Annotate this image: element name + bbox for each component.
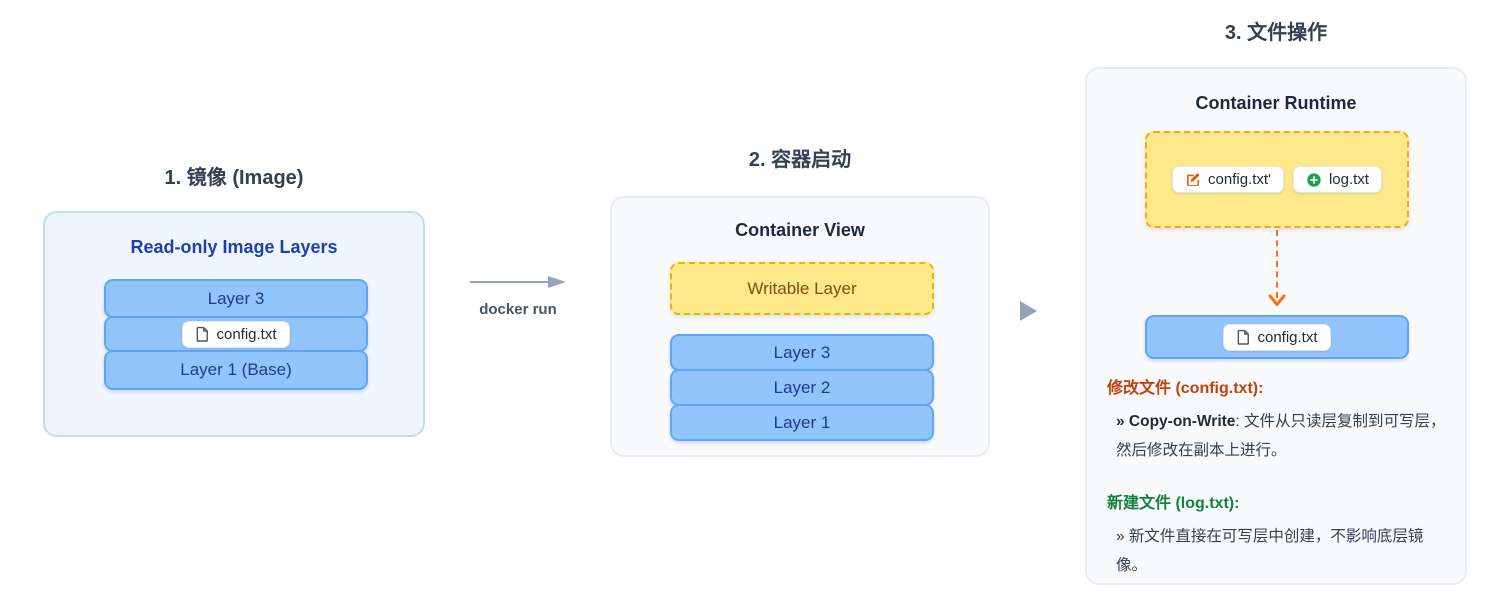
image-layer-3-label: Layer 3 [207, 288, 265, 308]
image-panel: Read-only Image Layers Layer 3 config.tx… [43, 211, 425, 437]
image-panel-heading: Read-only Image Layers [130, 237, 338, 257]
edit-pencil-icon [1185, 172, 1201, 188]
copy-on-write-term: » Copy-on-Write [1116, 413, 1236, 430]
container-layer-2: Layer 2 [670, 369, 934, 406]
modified-config-badge: config.txt' [1172, 166, 1284, 193]
modify-file-heading: 修改文件 (config.txt): [1107, 380, 1264, 397]
plus-circle-icon [1306, 172, 1322, 188]
image-section-title: 1. 镜像 (Image) [164, 167, 304, 189]
config-file-badge-label: config.txt [216, 325, 277, 343]
modified-config-badge-label: config.txt' [1208, 171, 1271, 188]
image-layer-3: Layer 3 [104, 279, 368, 318]
container-section-title: 2. 容器启动 [748, 149, 852, 171]
docker-run-label: docker run [479, 301, 557, 318]
writable-layer-label: Writable Layer [747, 278, 857, 298]
container-layer-1: Layer 1 [670, 404, 934, 441]
files-section-title: 3. 文件操作 [1224, 22, 1328, 44]
source-config-badge: config.txt [1223, 323, 1331, 351]
create-file-heading: 新建文件 (log.txt): [1107, 495, 1240, 513]
modify-file-text: : 文件从只读层复制到可写层，然后修改在副本上进行。 [1116, 413, 1446, 459]
modify-file-description: » Copy-on-Write: 文件从只读层复制到可写层，然后修改在副本上进行… [1116, 408, 1448, 465]
new-log-badge: log.txt [1292, 166, 1382, 193]
right-arrow-icon [468, 276, 568, 294]
copy-on-write-arrow-icon [1267, 230, 1287, 307]
image-layer-2: config.txt [104, 316, 368, 352]
file-operation-notes: 修改文件 (config.txt): » Copy-on-Write: 文件从只… [1107, 374, 1451, 597]
container-layer-1-label: Layer 1 [773, 412, 831, 432]
container-panel: Container View Writable Layer Layer 3 La… [610, 196, 990, 457]
image-layer-stack: Layer 3 config.txt Layer 1 (Base) [104, 279, 368, 390]
config-file-badge: config.txt [182, 320, 290, 348]
image-layer-base-label: Layer 1 (Base) [180, 360, 292, 379]
source-config-badge-label: config.txt [1257, 328, 1318, 346]
new-log-badge-label: log.txt [1328, 171, 1369, 188]
container-panel-heading: Container View [735, 220, 865, 240]
step-triangle-icon [1020, 301, 1037, 321]
create-file-description: » 新文件直接在可写层中创建，不影响底层镜像。 [1116, 528, 1424, 575]
image-layer-base: Layer 1 (Base) [104, 350, 368, 390]
docker-run-step: docker run [462, 274, 574, 318]
document-icon [195, 326, 209, 342]
files-panel: Container Runtime config.txt' [1085, 67, 1467, 585]
container-layer-2-label: Layer 2 [773, 377, 831, 397]
container-layer-3-label: Layer 3 [773, 342, 831, 362]
writable-layer-box: Writable Layer [670, 262, 934, 315]
container-layer-3: Layer 3 [670, 334, 934, 371]
container-layer-stack: Layer 3 Layer 2 Layer 1 [670, 334, 934, 441]
runtime-writable-box: config.txt' log.txt [1145, 131, 1409, 228]
document-icon [1236, 329, 1250, 345]
readonly-config-box: config.txt [1145, 315, 1409, 359]
files-panel-heading: Container Runtime [1195, 93, 1357, 113]
